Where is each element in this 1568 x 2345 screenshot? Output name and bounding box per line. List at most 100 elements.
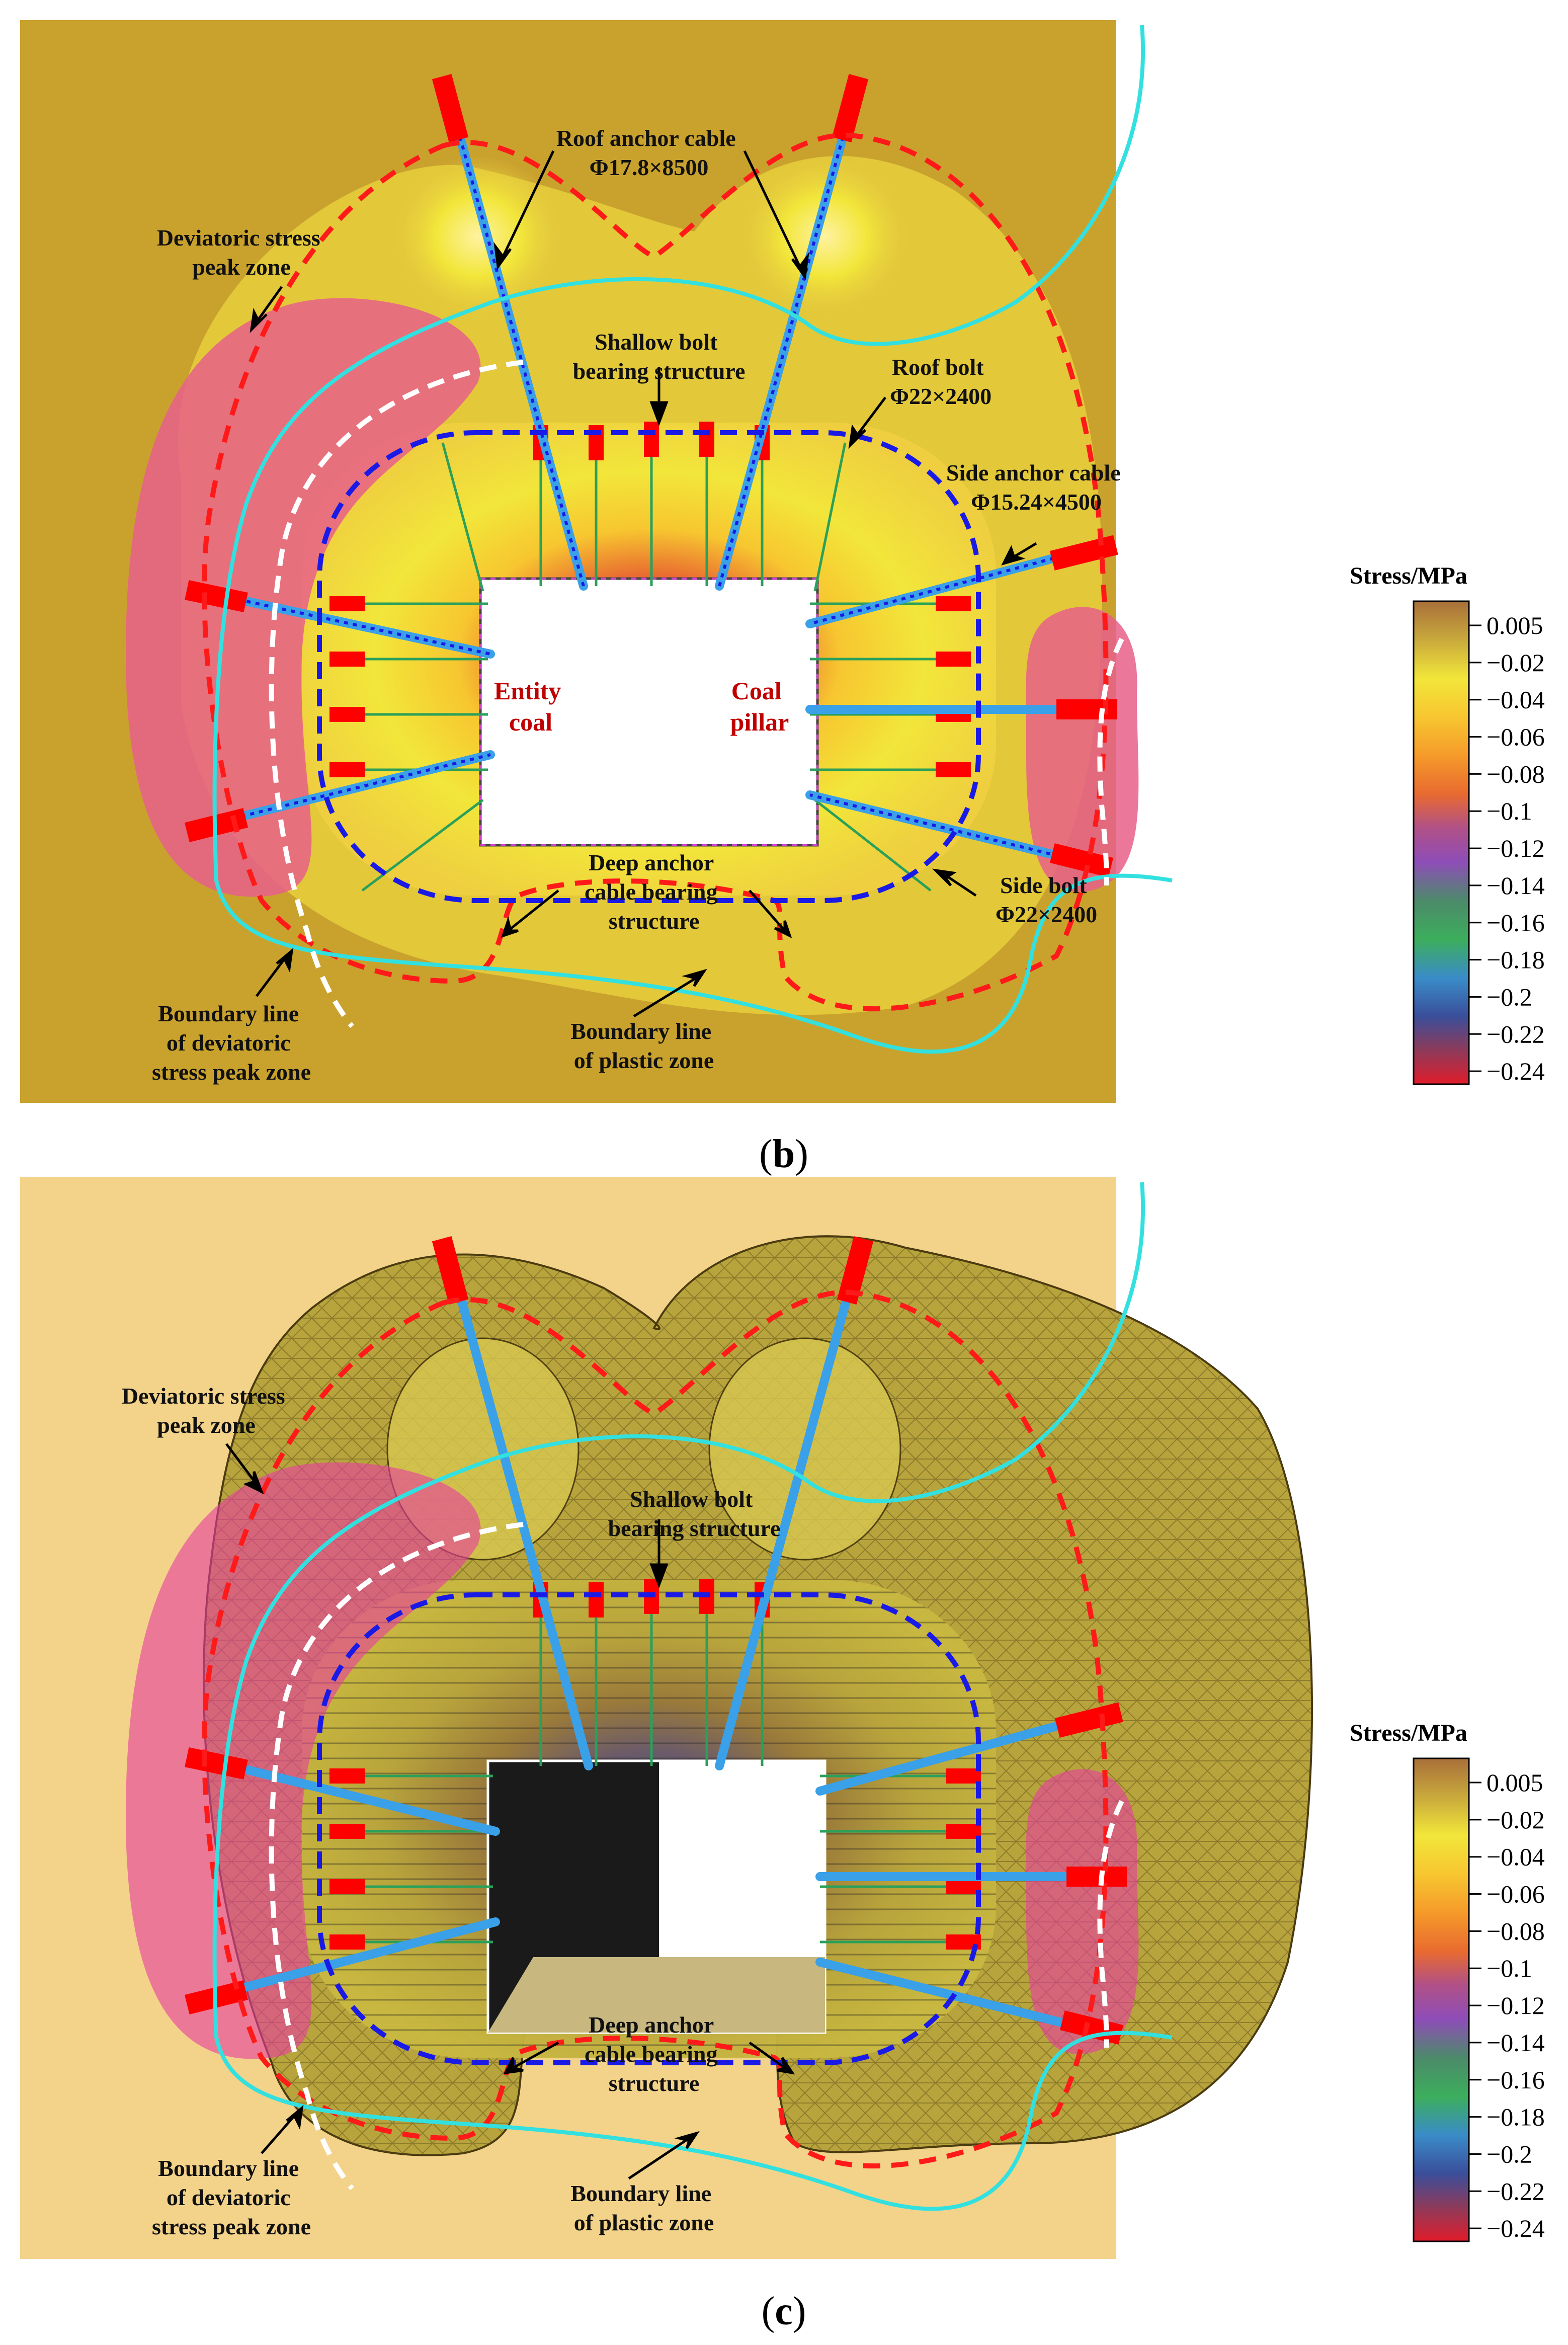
label-shallow-bolt-b: Shallow bolt bearing structure <box>573 329 746 384</box>
roadway-b <box>479 577 819 847</box>
legend-tick-label-c: −0.12 <box>1487 1991 1545 2019</box>
label-side-bolt-line2-b: Φ22×2400 <box>996 902 1097 927</box>
label-shallow-bolt-c: Shallow bolt bearing structure <box>608 1486 781 1541</box>
legend-ticks-c: 0.005−0.02−0.04−0.06−0.08−0.1−0.12−0.14−… <box>1469 1768 1545 2242</box>
legend-tick-label-c: −0.1 <box>1487 1954 1532 1982</box>
legend-colorbar-b <box>1413 600 1470 1085</box>
label-deep-anchor-c: Deep anchor cable bearing structure <box>585 2012 723 2096</box>
label-side-anchor-line1-b: Side anchor cable <box>946 460 1121 486</box>
label-boundary-dev-line2-c: of deviatoric <box>167 2185 291 2210</box>
label-coal-pillar-b: Coal pillar <box>730 677 789 736</box>
caption-b: (b) <box>759 1132 808 1176</box>
plastic-zone-boundary-b <box>212 25 1173 1054</box>
label-deep-anchor-line2-b: cable bearing <box>585 879 717 905</box>
label-boundary-dev-line2-b: of deviatoric <box>167 1030 291 1056</box>
legend-ticks-b: 0.005−0.02−0.04−0.06−0.08−0.1−0.12−0.14−… <box>1469 611 1545 1085</box>
label-deep-anchor-line3-c: structure <box>609 2070 700 2096</box>
legend-tick-label-b: −0.24 <box>1487 1057 1545 1085</box>
label-entity-coal-line1-b: Entity <box>494 677 561 705</box>
legend-colorbar-c <box>1413 1757 1470 2242</box>
label-boundary-dev-line3-b: stress peak zone <box>152 1059 311 1085</box>
label-roof-bolt-line1-b: Roof bolt <box>892 354 984 380</box>
legend-tick-label-b: −0.14 <box>1487 871 1545 900</box>
legend-tick-label-b: −0.16 <box>1487 909 1545 937</box>
label-entity-coal-line2-b: coal <box>509 708 552 736</box>
legend-tick-label-b: −0.22 <box>1487 1020 1545 1048</box>
label-deep-anchor-line3-b: structure <box>609 908 700 934</box>
label-boundary-dev-line1-b: Boundary line <box>158 1001 299 1026</box>
legend-tick-label-b: 0.005 <box>1487 611 1543 639</box>
label-boundary-plastic-line1-c: Boundary line <box>570 2180 711 2206</box>
legend-title-c: Stress/MPa <box>1350 1720 1467 1746</box>
legend-tick-label-c: −0.24 <box>1487 2214 1545 2242</box>
caption-c-letter: c <box>775 2289 793 2333</box>
panel-b: Roof anchor cable Φ17.8×8500 Deviatoric … <box>20 20 1173 1103</box>
bolt-rods-b <box>350 433 946 892</box>
deviatoric-boundary-right-c <box>1097 1800 1124 2048</box>
roadway-opening-c <box>659 1761 825 1957</box>
shallow-bolt-boundary-b <box>317 430 981 903</box>
label-deep-anchor-b: Deep anchor cable bearing structure <box>585 850 723 934</box>
deep-anchor-boundary-c <box>202 1289 1109 2169</box>
legend-b: Stress/MPa 0.005 −0.02 −0.04 −0.06 −0.08 −0.1… <box>1350 562 1545 1085</box>
label-deviatoric-line2-c: peak zone <box>157 1412 256 1438</box>
deviatoric-boundary-right-b <box>1097 637 1124 886</box>
label-boundary-plastic-b: Boundary line of plastic zone <box>570 1018 717 1073</box>
legend-title-b: Stress/MPa <box>1350 562 1467 589</box>
legend-tick-label-c: −0.2 <box>1487 2140 1532 2168</box>
label-boundary-dev-line3-c: stress peak zone <box>152 2214 311 2239</box>
legend-c: Stress/MPa 0.005−0.02−0.04−0.06−0.08−0.1… <box>1350 1720 1545 2242</box>
legend-tick-label-b: −0.06 <box>1487 723 1545 751</box>
label-boundary-plastic-line1-b: Boundary line <box>570 1018 711 1044</box>
legend-tick-label-b: −0.18 <box>1487 946 1545 974</box>
label-boundary-plastic-line2-c: of plastic zone <box>574 2210 714 2235</box>
label-deep-anchor-line1-b: Deep anchor <box>589 850 714 875</box>
label-boundary-dev-line1-c: Boundary line <box>158 2155 299 2181</box>
label-deviatoric-peak-zone-c: Deviatoric stress peak zone <box>122 1383 291 1438</box>
legend-tick-label-b: −0.04 <box>1487 686 1545 714</box>
anchor-cables-c <box>202 1263 1091 2032</box>
legend-tick-label-c: −0.06 <box>1487 1880 1545 1908</box>
deviatoric-boundary-left-b <box>269 360 524 1028</box>
label-entity-coal-b: Entity coal <box>494 677 567 736</box>
legend-tick-label-c: −0.08 <box>1487 1917 1545 1945</box>
label-deep-anchor-line1-c: Deep anchor <box>589 2012 714 2038</box>
shallow-bolt-boundary-c <box>317 1592 981 2065</box>
label-roof-anchor-cable-line1-b: Roof anchor cable <box>556 125 736 151</box>
label-side-bolt-line1-b: Side bolt <box>1000 872 1087 898</box>
legend-tick-label-c: −0.22 <box>1487 2177 1545 2205</box>
legend-tick-label-c: −0.18 <box>1487 2103 1545 2131</box>
legend-tick-label-b: −0.1 <box>1487 797 1532 825</box>
annotation-arrows-b <box>250 150 1037 1018</box>
legend-tick-label-c: −0.04 <box>1487 1843 1545 1871</box>
label-deviatoric-line1-b: Deviatoric stress <box>157 225 320 251</box>
bolt-heads-b <box>329 422 971 777</box>
label-coal-pillar-line1-b: Coal <box>731 677 782 705</box>
cable-core-b <box>206 110 1077 862</box>
legend-tick-label-b: −0.02 <box>1487 649 1545 677</box>
plastic-zone-boundary-c <box>212 1182 1173 2211</box>
label-deep-anchor-line2-c: cable bearing <box>585 2041 717 2067</box>
caption-b-letter: b <box>773 1132 795 1176</box>
label-side-anchor-line2-b: Φ15.24×4500 <box>971 489 1102 515</box>
label-boundary-plastic-line2-b: of plastic zone <box>574 1047 714 1073</box>
panel-c: Deviatoric stress peak zone Shallow bolt… <box>20 1177 1313 2259</box>
legend-tick-label-b: −0.08 <box>1487 760 1545 788</box>
label-shallow-bolt-line1-b: Shallow bolt <box>595 329 718 355</box>
label-roof-anchor-cable-line2-b: Φ17.8×8500 <box>590 154 709 180</box>
deviatoric-peak-zone-right-c <box>1026 1769 1139 2054</box>
label-boundary-plastic-c: Boundary line of plastic zone <box>570 2180 717 2235</box>
roof-hot-zone-left-b <box>392 156 563 317</box>
label-roof-bolt-line2-b: Φ22×2400 <box>890 383 992 409</box>
legend-tick-label-b: −0.2 <box>1487 983 1532 1011</box>
label-shallow-bolt-line2-b: bearing structure <box>573 358 746 384</box>
label-deviatoric-peak-zone-b: Deviatoric stress peak zone <box>157 225 326 280</box>
label-roof-anchor-cable-b: Roof anchor cable Φ17.8×8500 <box>556 125 741 180</box>
roadway-floor-c <box>488 1957 825 2033</box>
label-roof-bolt-b: Roof bolt Φ22×2400 <box>890 354 992 409</box>
legend-tick-label-c: −0.14 <box>1487 2029 1545 2057</box>
label-coal-pillar-line2-b: pillar <box>730 708 789 736</box>
deviatoric-peak-zone-right-b <box>1026 607 1139 892</box>
deviatoric-boundary-left-c <box>269 1522 524 2191</box>
